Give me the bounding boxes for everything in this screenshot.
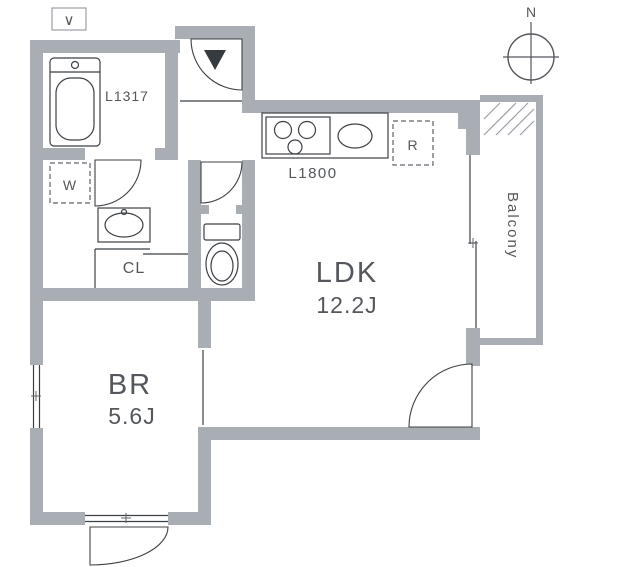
walls (30, 26, 543, 525)
bath-size-label: L1317 (105, 88, 149, 104)
stove-burner (273, 120, 293, 140)
entrance-marker-icon (204, 50, 226, 70)
washbasin-counter (97, 207, 151, 243)
stove-burner (297, 120, 317, 140)
ldk-name-label: LDK (316, 257, 378, 289)
compass-cross (503, 22, 559, 84)
vent-box-outline (51, 7, 87, 31)
closet-label: CL (123, 260, 145, 277)
washbasin-faucet (120, 208, 128, 216)
stove-burner (287, 139, 303, 155)
ldk-exterior-door-arc (408, 363, 473, 428)
washbasin-bowl (104, 212, 144, 238)
balcony-partition-hatch (483, 102, 535, 136)
toilet-tank (203, 223, 241, 241)
washer-label: W (63, 177, 77, 193)
bedroom-exterior-door-arc (89, 526, 169, 566)
bathtub-icon (49, 57, 101, 147)
compass-icon: N (503, 4, 559, 84)
vent-symbol: ∨ (64, 12, 75, 29)
bathtub-inner (55, 77, 95, 141)
compass-label: N (526, 4, 536, 20)
washroom-door-arc (200, 161, 243, 204)
kitchen-counter-outline (261, 112, 389, 159)
toilet-bowl-inner (210, 250, 234, 282)
bedroom-area-label: 5.6J (108, 403, 155, 429)
refrigerator-label: R (407, 137, 418, 153)
toilet-icon (203, 223, 241, 286)
bathtub-faucet (70, 60, 80, 70)
window-center-marks (31, 238, 478, 523)
bathroom-door-arc (94, 159, 142, 207)
ldk-area-label: 12.2J (316, 292, 377, 318)
bedroom-name-label: BR (108, 369, 152, 401)
vent-box: ∨ (51, 7, 87, 31)
kitchen-size-label: L1800 (288, 165, 337, 182)
balcony-label: Balcony (504, 192, 521, 259)
refrigerator-space-box (392, 120, 434, 166)
kitchen-sink (337, 123, 373, 149)
washer-space-box (49, 162, 91, 204)
kitchen-counter-icon (261, 112, 389, 159)
washbasin-icon (97, 207, 151, 243)
toilet-bowl (205, 242, 239, 286)
stove-outline (265, 116, 331, 155)
